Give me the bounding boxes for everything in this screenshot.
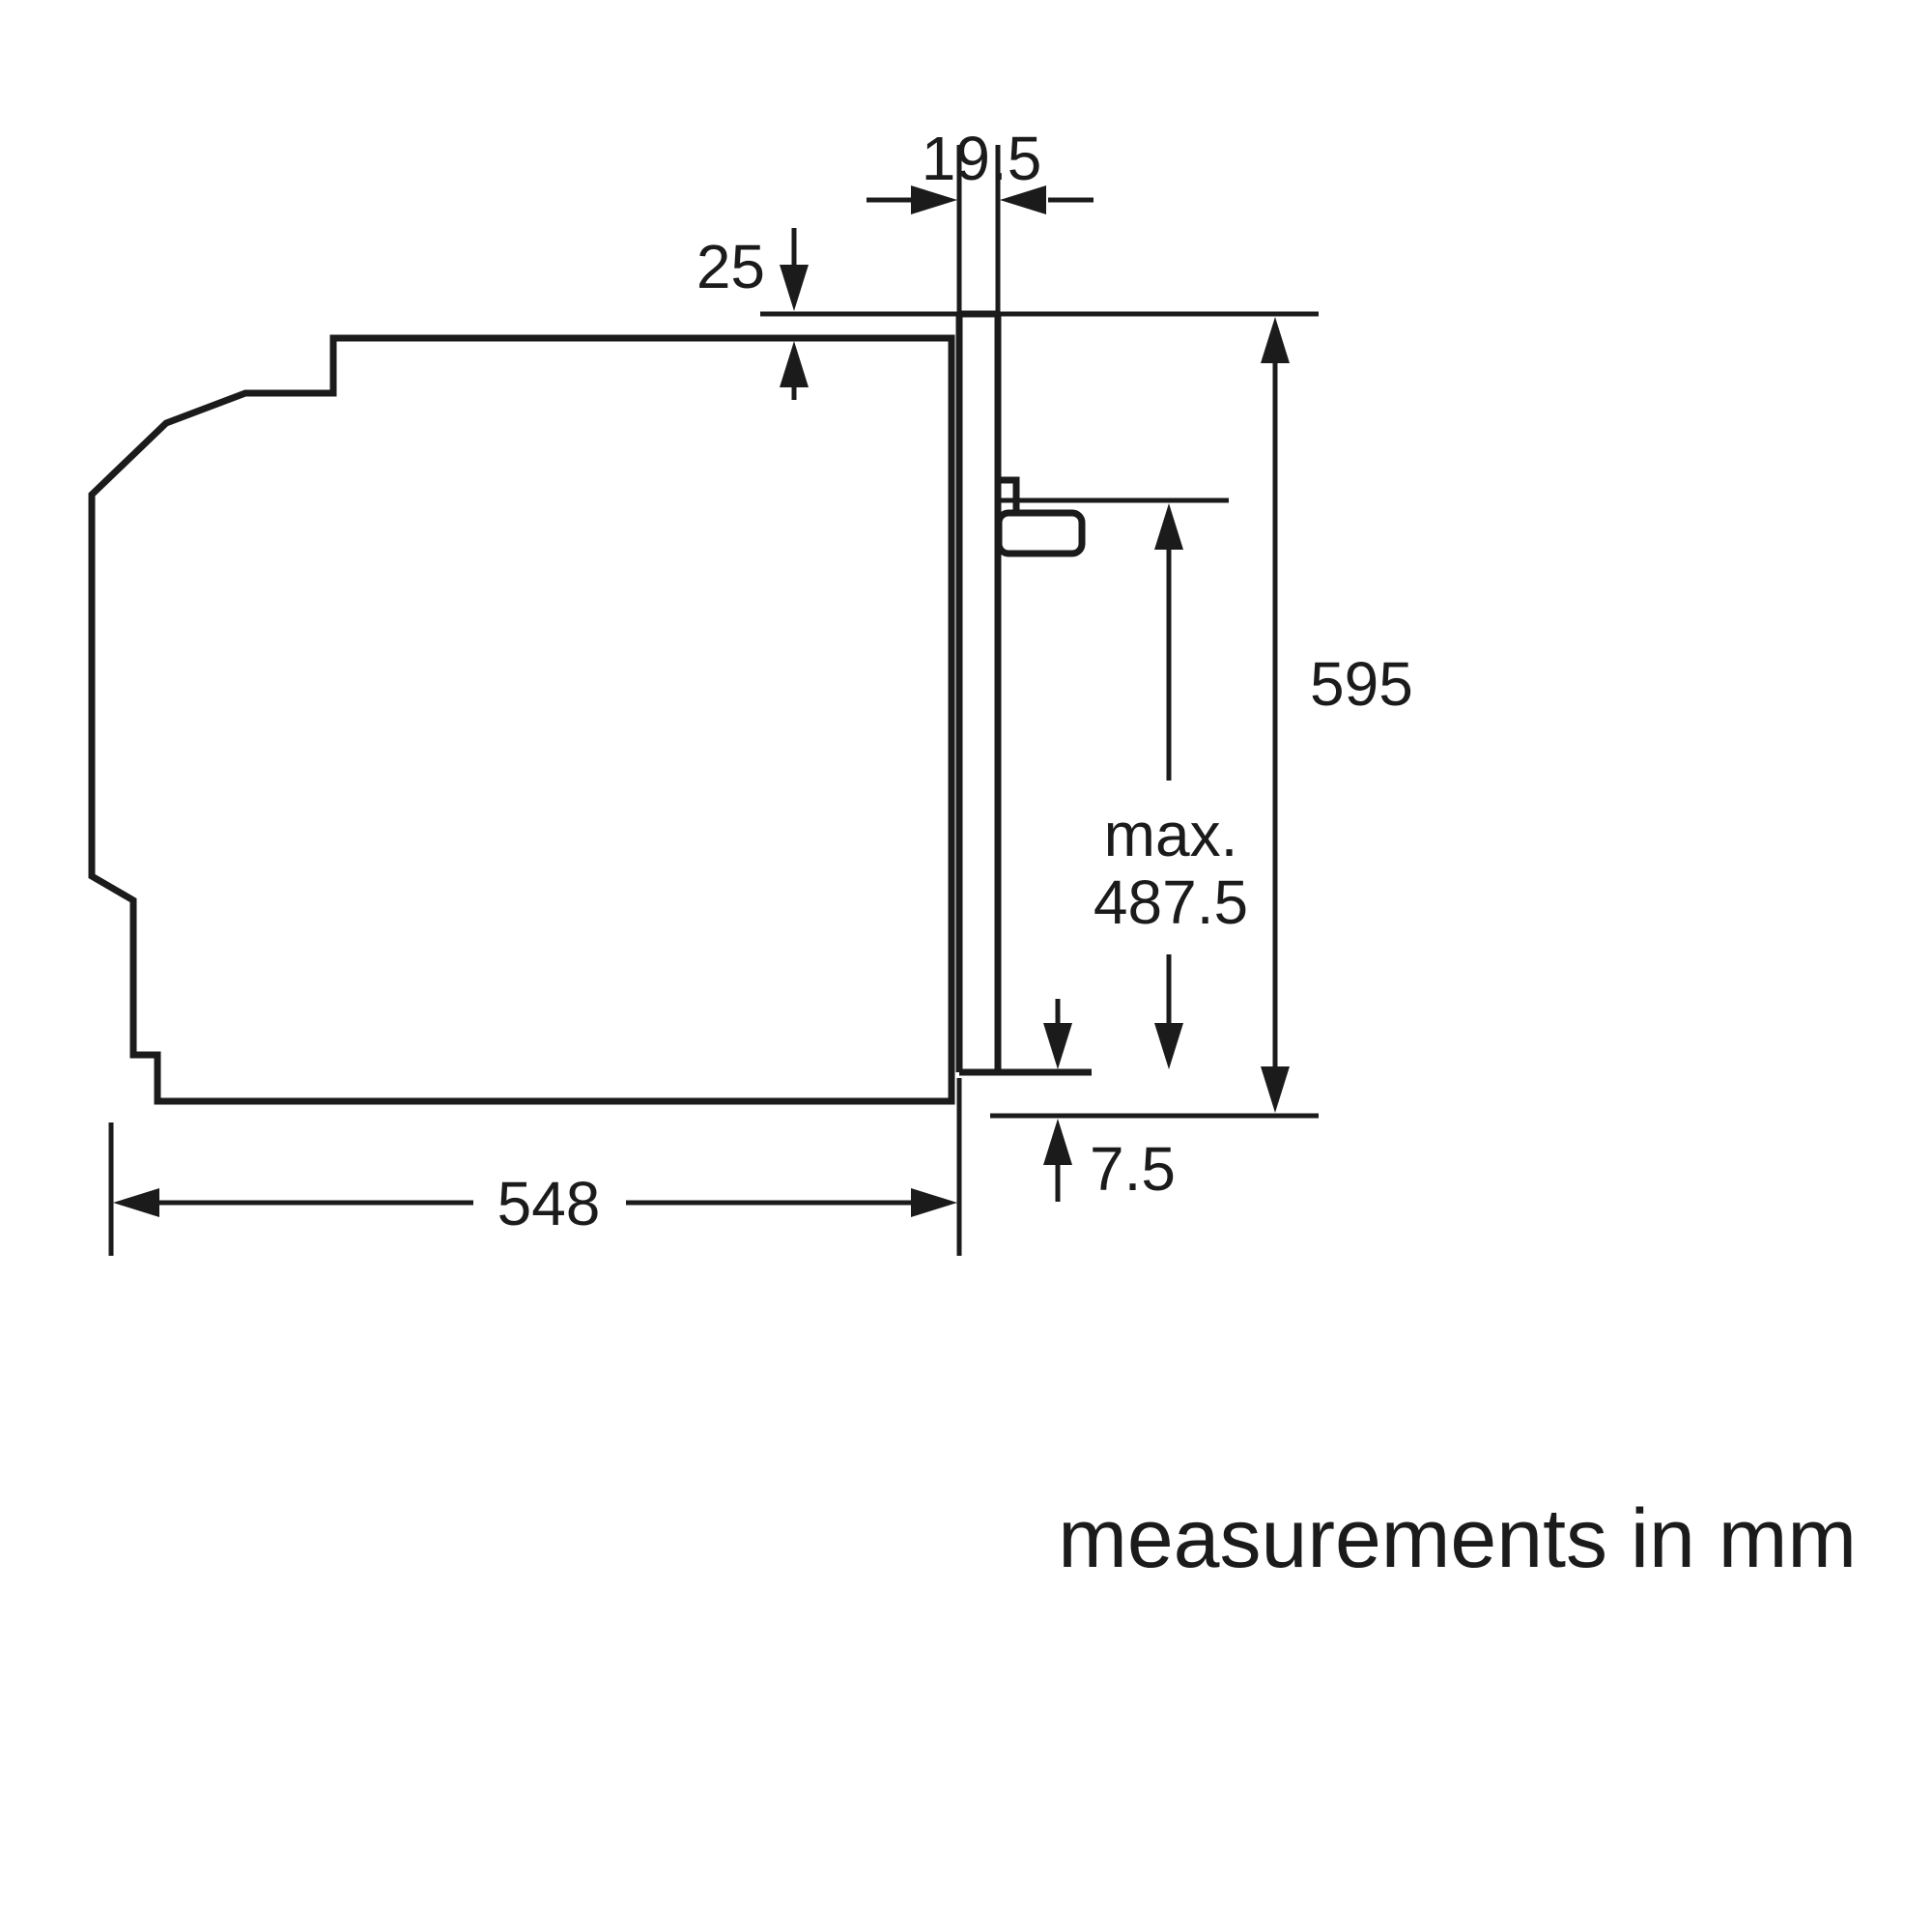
- dimension-labels-group: 19.5 25 595 max. 487.5 7.5 548: [497, 124, 1413, 1238]
- dimension-lines-group: [159, 197, 1278, 1206]
- arrow-down-icon: [1043, 1023, 1072, 1069]
- arrow-up-icon: [1261, 317, 1290, 363]
- arrow-up-icon: [780, 341, 809, 387]
- arrow-right-icon: [911, 1188, 957, 1217]
- door-handle: [995, 509, 1086, 557]
- arrow-down-icon: [1154, 1023, 1183, 1069]
- appliance-outline-group: [88, 310, 1092, 1105]
- arrow-left-icon: [113, 1188, 159, 1217]
- dim-548-label: 548: [497, 1169, 601, 1238]
- dim-487-5-label: 487.5: [1094, 867, 1248, 937]
- arrow-right-icon: [911, 185, 957, 214]
- reference-lines-group: [108, 145, 1319, 1256]
- dim-25-label: 25: [696, 232, 765, 301]
- arrowheads-group: [113, 185, 1290, 1217]
- dim-7-5-label: 7.5: [1090, 1134, 1176, 1204]
- dim-max-label: max.: [1104, 800, 1238, 869]
- arrow-up-icon: [1154, 503, 1183, 550]
- dim-595-label: 595: [1310, 649, 1413, 719]
- arrow-left-icon: [1000, 185, 1046, 214]
- arrow-down-icon: [1261, 1066, 1290, 1113]
- oven-body-outline: [88, 334, 955, 1105]
- units-note: measurements in mm: [1058, 1492, 1857, 1585]
- arrow-up-icon: [1043, 1119, 1072, 1165]
- arrow-down-icon: [780, 265, 809, 311]
- dim-19-5-label: 19.5: [922, 124, 1042, 193]
